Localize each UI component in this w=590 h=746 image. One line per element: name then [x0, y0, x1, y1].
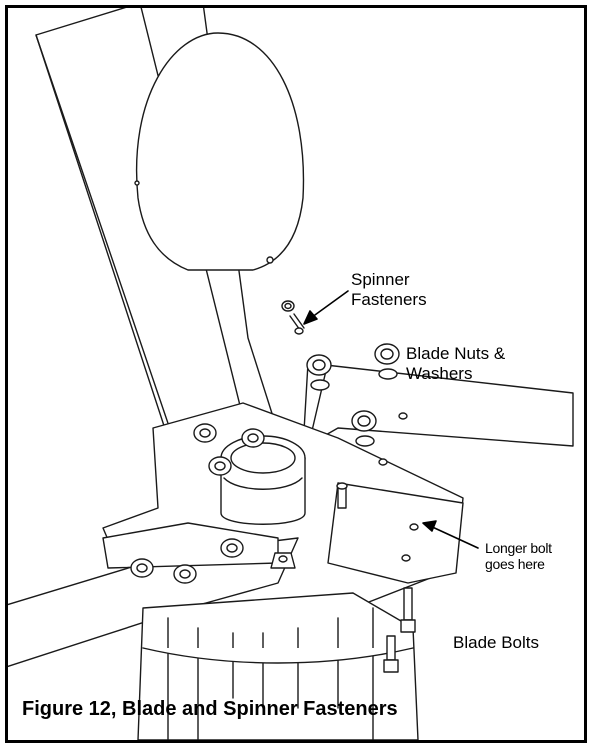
- blade-nuts-washers-label: Blade Nuts & Washers: [406, 344, 506, 384]
- technical-illustration: [8, 8, 574, 740]
- blade-bolts: [336, 482, 416, 673]
- figure-caption: Figure 12, Blade and Spinner Fasteners: [22, 698, 398, 720]
- callout-arrows: [303, 290, 479, 549]
- right-bracket: [327, 482, 464, 584]
- blade-bolts-label: Blade Bolts: [453, 633, 539, 652]
- figure-frame: Spinner Fasteners Blade Nuts & Washers L…: [5, 5, 587, 743]
- hub-nuts: [130, 423, 296, 584]
- spinner-fasteners-label: Spinner Fasteners: [351, 270, 427, 310]
- blade-nuts-washers: [306, 343, 408, 466]
- lower-housing: [137, 592, 419, 740]
- spinner-fastener-parts: [281, 300, 305, 335]
- spinner-dome: [134, 32, 305, 271]
- longer-bolt-label: Longer bolt goes here: [485, 540, 552, 573]
